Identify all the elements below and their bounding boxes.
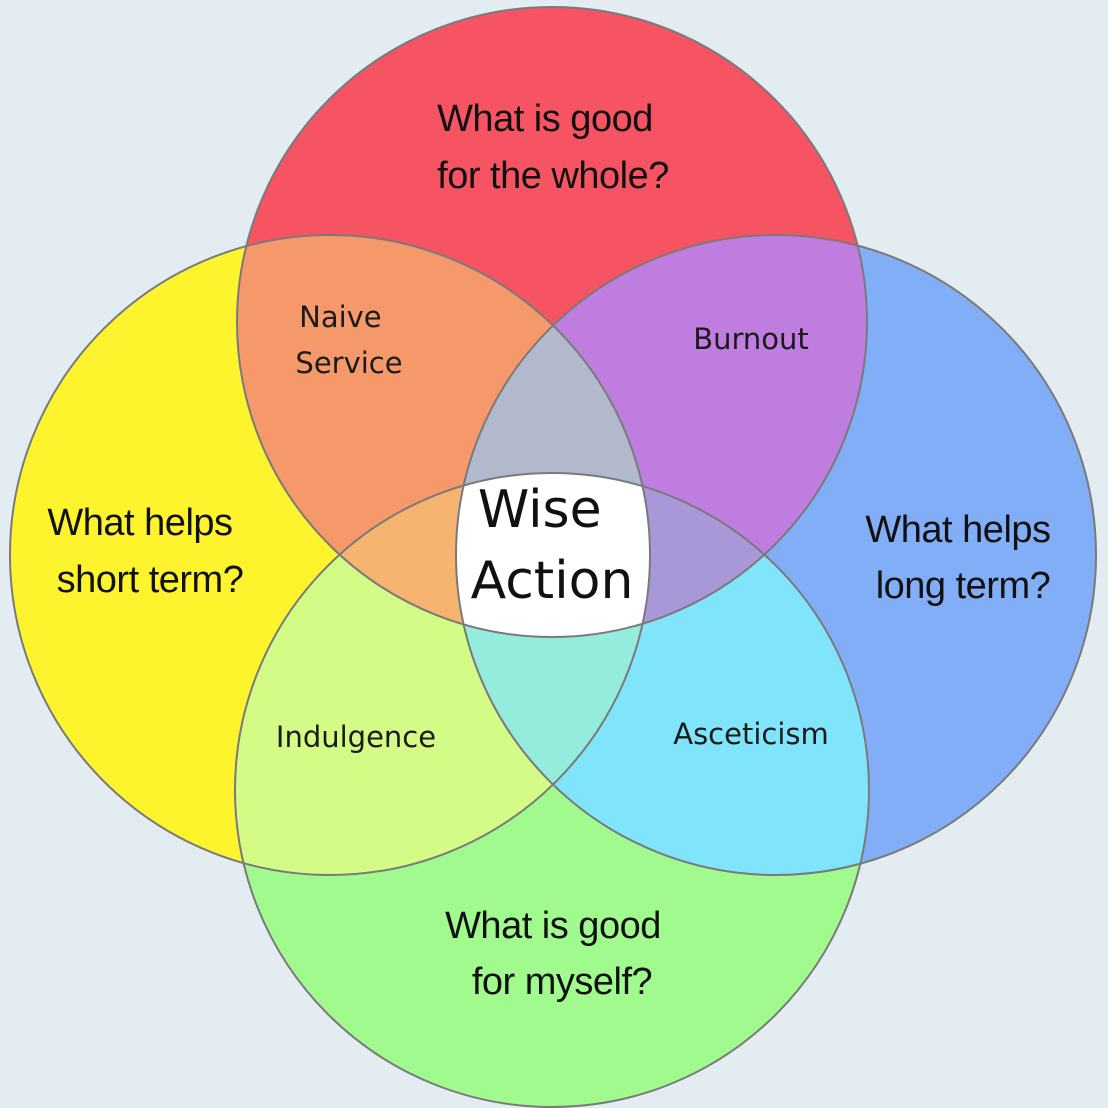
label-good-for-whole: What is good for the whole? bbox=[437, 98, 669, 197]
label-short-term: What helps short term? bbox=[47, 502, 243, 601]
label-asceticism: Asceticism bbox=[673, 717, 829, 751]
label-naive-service: Naive Service bbox=[295, 300, 402, 380]
label-good-for-myself: What is good for myself? bbox=[445, 905, 671, 1003]
label-long-term: What helps long term? bbox=[865, 509, 1060, 607]
label-burnout: Burnout bbox=[693, 322, 809, 356]
label-wise-action: Wise Action bbox=[471, 480, 634, 611]
label-indulgence: Indulgence bbox=[276, 720, 436, 754]
